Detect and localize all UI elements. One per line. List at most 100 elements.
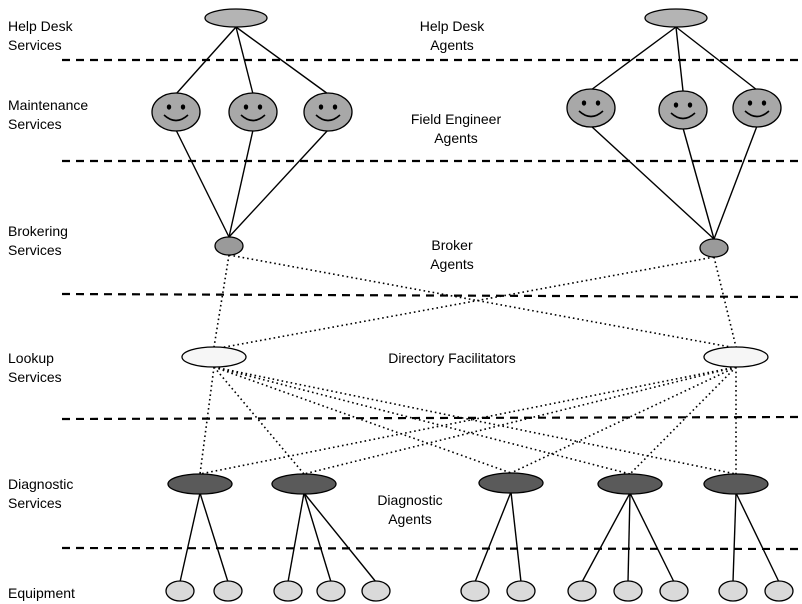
equipment-5 xyxy=(460,580,490,602)
dotted-df-left-diag-2 xyxy=(213,366,512,474)
link-diag-2-equip-5 xyxy=(474,491,512,583)
agent-label-field-engineer: Field Engineer Agents xyxy=(410,111,502,146)
field-engineer-agent-3-right-eye xyxy=(595,100,601,106)
field-engineer-agent-2 xyxy=(303,92,353,132)
layer-label-helpdesk: Help Desk Services xyxy=(8,18,73,53)
helpdesk-agent-1 xyxy=(644,8,708,28)
equipment-2 xyxy=(273,580,303,602)
field-engineer-agent-1-face xyxy=(228,92,278,132)
dotted-broker-right-df-left xyxy=(213,256,715,350)
dotted-broker-right-df-right xyxy=(713,256,737,348)
field-engineer-agent-2-left-eye xyxy=(318,104,324,110)
link-diag-4-equip-10 xyxy=(732,492,737,583)
link-diag-4-equip-11 xyxy=(735,492,780,583)
field-engineer-agent-1-left-eye xyxy=(243,104,249,110)
link-helpdesk-fe-left-1 xyxy=(235,26,254,95)
link-helpdesk-fe-right-1 xyxy=(675,26,684,92)
link-diag-1-equip-4 xyxy=(303,492,377,583)
agent-label-directory: Directory Facilitators xyxy=(388,350,516,366)
field-engineer-agent-4-mouth xyxy=(670,112,696,120)
dotted-df-left-diag-1 xyxy=(213,366,305,475)
equipment-10 xyxy=(718,580,748,602)
equipment-1 xyxy=(213,580,243,602)
field-engineer-agent-5-face xyxy=(732,88,782,128)
equipment-7 xyxy=(567,580,597,602)
directory-facilitator-0 xyxy=(181,346,247,368)
link-helpdesk-fe-left-2 xyxy=(235,26,329,95)
directory-facilitator-1 xyxy=(703,346,769,368)
field-engineer-agent-0-mouth xyxy=(163,114,189,122)
dotted-broker-left-df-right xyxy=(228,254,737,349)
dotted-broker-left-df-left xyxy=(213,254,230,348)
layer-label-maintenance: Maintenance Services xyxy=(8,97,89,132)
field-engineer-agent-1-right-eye xyxy=(257,104,263,110)
dotted-df-right-diag-1 xyxy=(303,366,737,475)
link-diag-3-equip-8 xyxy=(627,492,631,583)
equipment-4 xyxy=(361,580,391,602)
helpdesk-agent-0 xyxy=(204,8,268,28)
dotted-links xyxy=(199,254,737,475)
link-diag-1-equip-2 xyxy=(287,492,305,583)
link-diag-1-equip-3 xyxy=(303,492,332,583)
equipment-6 xyxy=(506,580,536,602)
equipment-8 xyxy=(613,580,643,602)
field-engineer-agent-5-left-eye xyxy=(747,100,753,106)
diagnostic-agent-3 xyxy=(597,473,663,495)
dotted-df-right-diag-3 xyxy=(629,366,737,475)
link-fe-broker-left-1 xyxy=(228,129,254,238)
dotted-df-left-diag-3 xyxy=(213,366,631,475)
equipment-3 xyxy=(316,580,346,602)
dotted-df-left-diag-4 xyxy=(213,366,737,475)
broker-agent-0 xyxy=(214,236,244,256)
field-engineer-agent-0-left-eye xyxy=(166,104,172,110)
agent-label-broker: Broker Agents xyxy=(430,237,474,272)
link-fe-broker-right-0 xyxy=(590,125,715,240)
field-engineer-agent-5 xyxy=(732,88,782,128)
field-engineer-agent-2-right-eye xyxy=(332,104,338,110)
layer-label-brokering: Brokering Services xyxy=(8,223,68,258)
equipment-11 xyxy=(764,580,794,602)
link-diag-0-equip-0 xyxy=(179,492,201,583)
field-engineer-agent-2-face xyxy=(303,92,353,132)
field-engineer-agent-0-face xyxy=(151,92,201,132)
link-diag-3-equip-9 xyxy=(629,492,675,583)
dotted-df-right-diag-2 xyxy=(510,366,737,474)
link-helpdesk-fe-right-0 xyxy=(590,26,677,91)
layer-label-lookup: Lookup Services xyxy=(8,350,62,385)
link-fe-broker-left-0 xyxy=(175,129,230,238)
divider-diagnostic-equipment xyxy=(61,546,801,551)
diagnostic-agent-4 xyxy=(703,473,769,495)
link-diag-2-equip-6 xyxy=(510,491,522,583)
layer-dividers xyxy=(61,58,801,551)
link-diag-0-equip-1 xyxy=(199,492,229,583)
link-helpdesk-fe-right-2 xyxy=(675,26,758,91)
divider-lookup-diagnostic xyxy=(61,415,801,421)
field-engineer-agent-3-face xyxy=(566,88,616,128)
field-engineer-agent-2-mouth xyxy=(315,114,341,122)
field-engineer-agent-3-mouth xyxy=(578,110,604,118)
equipment-0 xyxy=(165,580,195,602)
field-engineer-agent-5-mouth xyxy=(744,110,770,118)
nodes xyxy=(151,8,794,602)
agent-label-diagnostic: Diagnostic Agents xyxy=(377,492,443,527)
field-engineer-agent-4-left-eye xyxy=(673,102,679,108)
field-engineer-agent-1-mouth xyxy=(240,114,266,122)
agent-label-helpdesk: Help Desk Agents xyxy=(419,18,485,53)
dotted-df-left-diag-0 xyxy=(199,366,215,475)
link-diag-3-equip-7 xyxy=(581,492,631,583)
link-fe-broker-right-1 xyxy=(682,127,715,240)
field-engineer-agent-1 xyxy=(228,92,278,132)
field-engineer-agent-3 xyxy=(566,88,616,128)
layer-label-equipment: Equipment xyxy=(8,585,75,601)
diagnostic-agent-2 xyxy=(478,472,544,494)
equipment-9 xyxy=(659,580,689,602)
field-engineer-agent-4-right-eye xyxy=(687,102,693,108)
field-engineer-agent-3-left-eye xyxy=(581,100,587,106)
field-engineer-agent-4 xyxy=(658,90,708,130)
field-engineer-agent-4-face xyxy=(658,90,708,130)
diagnostic-agent-1 xyxy=(271,473,337,495)
layer-label-diagnostic: Diagnostic Services xyxy=(8,476,74,511)
broker-agent-1 xyxy=(699,238,729,258)
link-helpdesk-fe-left-0 xyxy=(175,26,237,95)
